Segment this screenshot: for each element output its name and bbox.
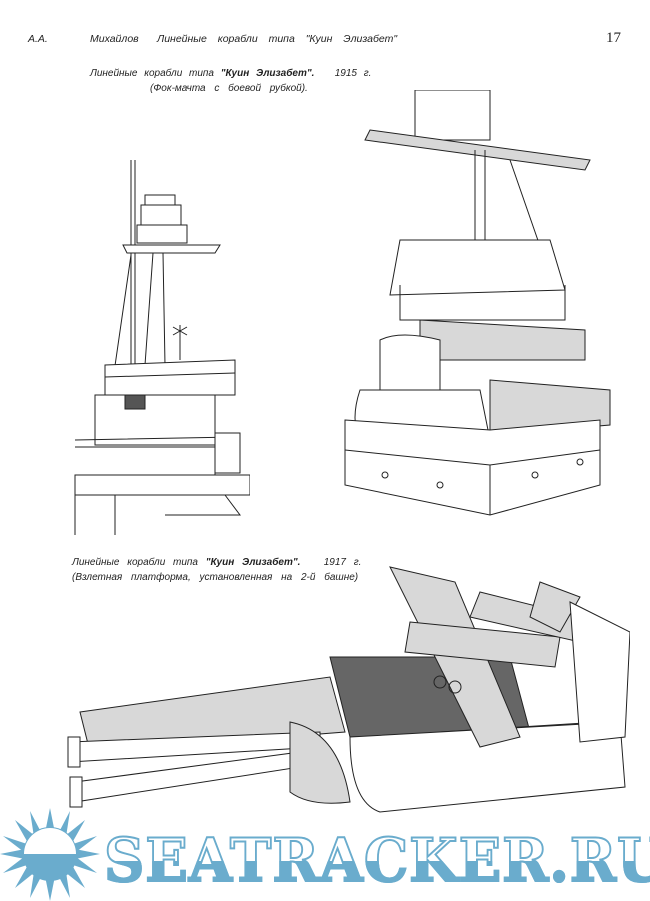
watermark-text: SEATRACKER.RU	[103, 825, 650, 897]
figure2-subcaption: (Взлетная платформа, установленная на 2-…	[72, 572, 359, 583]
foremast-side-drawing	[74, 160, 250, 535]
header-title: Линейные корабли типа "Куин Элизабет"	[157, 33, 398, 45]
foremast-isometric-drawing	[344, 90, 611, 516]
header-surname: Михайлов	[90, 33, 139, 45]
figure1-caption: Линейные корабли типа "Куин Элизабет". 1…	[90, 66, 371, 81]
page-number: 17	[606, 30, 621, 46]
caption-year: 1917 г.	[323, 557, 362, 568]
caption-prefix: Линейные корабли типа	[72, 557, 206, 568]
caption-ship-name: "Куин Элизабет".	[205, 557, 301, 568]
caption-ship-name: "Куин Элизабет".	[220, 68, 315, 79]
header-author: А.А.	[28, 33, 48, 45]
caption-year: 1915 г.	[334, 68, 372, 79]
figure2-caption: Линейные корабли типа "Куин Элизабет". 1…	[72, 555, 361, 570]
figure1-subcaption: (Фок-мачта с боевой рубкой).	[150, 83, 308, 94]
caption-prefix: Линейные корабли типа	[90, 68, 221, 79]
flying-platform-drawing	[67, 566, 630, 813]
sun-logo-icon	[0, 808, 100, 901]
